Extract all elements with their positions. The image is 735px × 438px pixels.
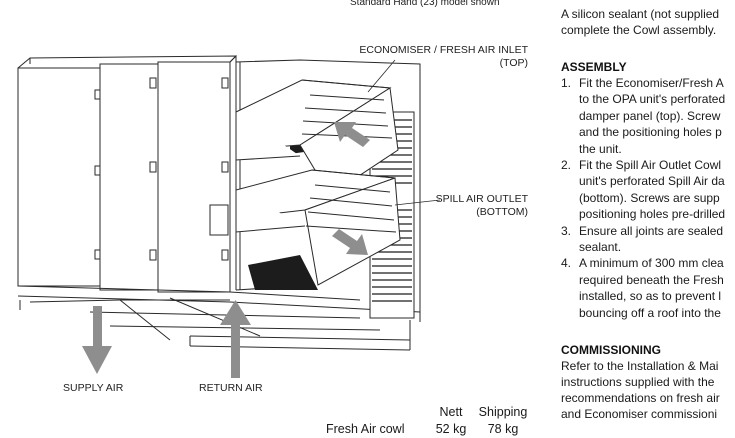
spill-label-line-2: (BOTTOM): [476, 206, 528, 218]
economiser-label-line-1: ECONOMISER / FRESH AIR INLET: [359, 44, 528, 56]
commissioning-line-3: recommendations on fresh air: [561, 391, 720, 405]
step-line: to the OPA unit's perforated: [579, 92, 726, 107]
step-line: unit's perforated Spill Air da: [579, 174, 725, 189]
step-number: 2.: [561, 158, 572, 173]
weights-header-nett: Nett: [439, 405, 463, 419]
weights-header-row: Nett Shipping: [318, 404, 532, 421]
assembly-heading: ASSEMBLY: [561, 60, 627, 74]
step-line: and the positioning holes p: [579, 125, 722, 140]
list-item: 1. Fit the Economiser/Fresh A to the OPA…: [561, 75, 725, 157]
step-number: 1.: [561, 76, 572, 90]
return-air-label: RETURN AIR: [199, 382, 263, 394]
step-line: the unit.: [579, 141, 622, 156]
step-line: (bottom). Screws are supp: [579, 190, 720, 205]
intro-line-2: complete the Cowl assembly.: [561, 23, 717, 37]
table-row: Fresh Air cowl 52 kg 78 kg: [318, 421, 532, 438]
step-line: damper panel (top). Screw: [579, 108, 721, 123]
step-line: A minimum of 300 mm clea: [579, 256, 724, 271]
economiser-label: ECONOMISER / FRESH AIR INLET (TOP): [340, 44, 528, 70]
spill-label-line-1: SPILL AIR OUTLET: [435, 193, 528, 205]
step-number: 3.: [561, 223, 572, 238]
intro-line-1: A silicon sealant (not supplied: [561, 7, 720, 21]
supply-air-label: SUPPLY AIR: [63, 382, 124, 394]
list-item: 2. Fit the Spill Air Outlet Cowl unit's …: [561, 157, 725, 223]
spill-label: SPILL AIR OUTLET (BOTTOM): [380, 193, 528, 219]
weights-shipping: 78 kg: [487, 422, 519, 436]
model-caption: Standard Hand (23) model shown: [350, 0, 500, 8]
step-line: required beneath the Fresh: [579, 272, 724, 287]
step-line: sealant.: [579, 240, 622, 255]
weights-table: Nett Shipping Fresh Air cowl 52 kg 78 kg: [318, 404, 532, 438]
weights-nett: 52 kg: [435, 422, 467, 436]
commissioning-line-4: and Economiser commissioni: [561, 407, 718, 421]
economiser-label-line-2: (TOP): [499, 57, 528, 69]
weights-header-shipping: Shipping: [478, 405, 528, 419]
step-line: installed, so as to prevent l: [579, 289, 722, 304]
commissioning-heading: COMMISSIONING: [561, 343, 662, 357]
list-item: 3. Ensure all joints are sealed sealant.: [561, 223, 725, 256]
step-line: Ensure all joints are sealed: [579, 223, 724, 238]
step-line: positioning holes pre-drilled: [579, 207, 726, 222]
assembly-steps: 1. Fit the Economiser/Fresh A to the OPA…: [561, 75, 725, 321]
step-line: Fit the Spill Air Outlet Cowl: [579, 158, 722, 173]
step-number: 4.: [561, 256, 572, 271]
weights-item: Fresh Air cowl: [326, 422, 405, 436]
instructions-column: A silicon sealant (not supplied complete…: [561, 0, 735, 436]
step-line: bouncing off a roof into the: [579, 305, 721, 320]
step-line: Fit the Economiser/Fresh A: [579, 76, 724, 90]
list-item: 4. A minimum of 300 mm clea required ben…: [561, 255, 725, 321]
commissioning-line-1: Refer to the Installation & Mai: [561, 359, 719, 373]
weights-header-item: [318, 404, 428, 421]
commissioning-line-2: instructions supplied with the: [561, 375, 715, 389]
unit-illustration: [17, 55, 441, 378]
